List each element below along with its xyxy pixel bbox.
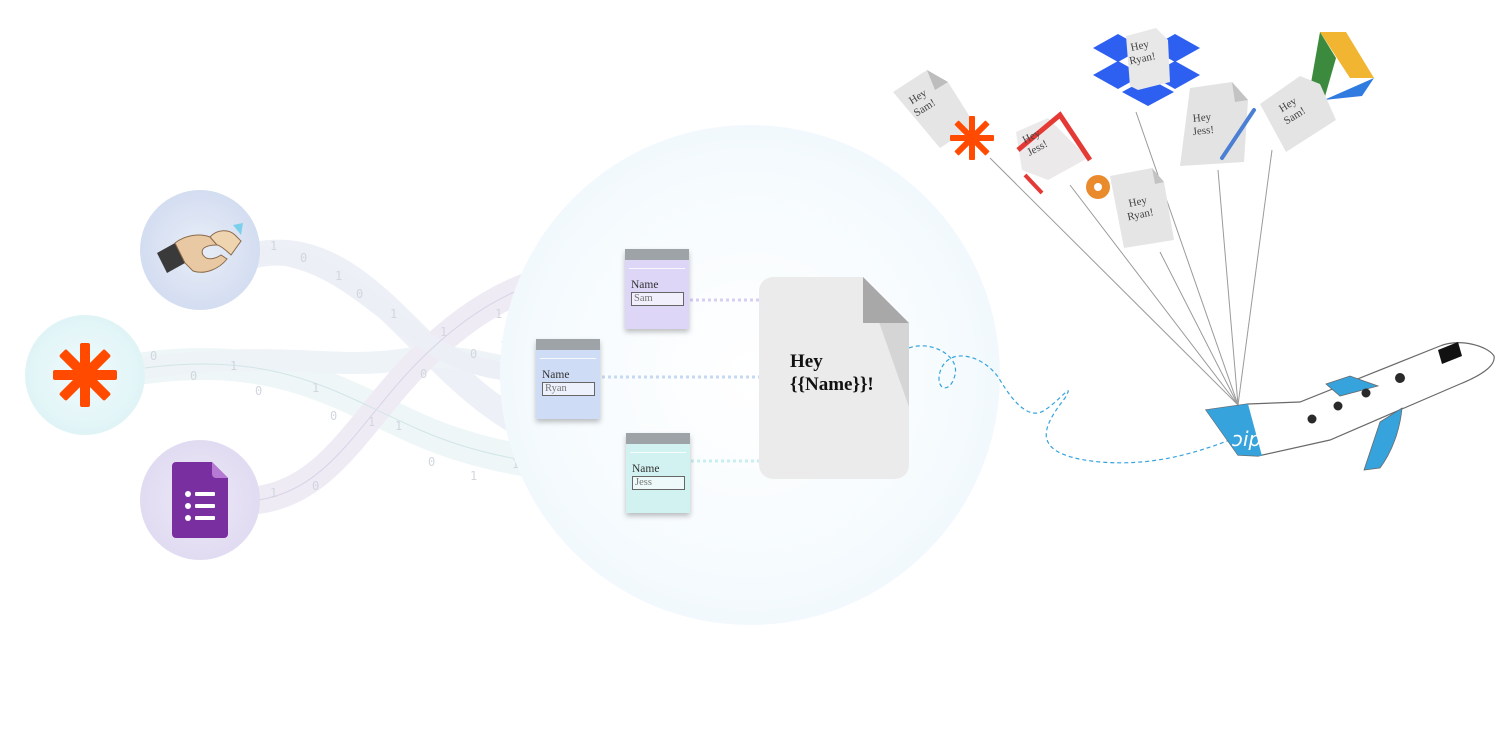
zapier-icon (53, 343, 117, 407)
airplane: ↄip (1204, 342, 1495, 471)
balloon-text: Hey Jess! (1192, 111, 1215, 139)
binary-digit: 1 (270, 486, 277, 500)
binary-digit: 1 (335, 269, 342, 283)
handshake-icon (157, 223, 243, 273)
binary-digit: 1 (230, 359, 237, 373)
balloon-jess-pen (1180, 82, 1256, 166)
form-label: Name (631, 279, 659, 291)
form-label: Name (632, 463, 660, 475)
binary-digit: 0 (255, 384, 262, 398)
binary-digit: 1 (495, 307, 502, 321)
plane-logo: ↄip (1232, 427, 1261, 451)
binary-digit: 1 (470, 469, 477, 483)
binary-digit: 0 (190, 369, 197, 383)
binary-digit: 1 (312, 381, 319, 395)
balloon-text: Hey Ryan! (1128, 38, 1157, 68)
binary-digit: 1 (395, 419, 402, 433)
template-line-1: Hey (790, 351, 823, 372)
binary-digit: 0 (470, 347, 477, 361)
balloon-ryan-dropbox (1093, 28, 1200, 106)
name-field: Jess (632, 476, 685, 490)
pen-icon (1220, 108, 1256, 160)
balloon-text: Hey Ryan! (1126, 194, 1155, 224)
balloon-strings (989, 111, 1273, 406)
form-card-sam: Name Sam (625, 249, 689, 329)
binary-digit: 1 (390, 307, 397, 321)
zapier-icon (950, 116, 994, 160)
binary-digit: 0 (330, 409, 337, 423)
template-document (759, 277, 909, 479)
binary-digit: 0 (150, 349, 157, 363)
template-text: Hey {{Name}}! (790, 350, 900, 396)
name-field: Ryan (542, 382, 595, 396)
binary-digit: 1 (270, 239, 277, 253)
binary-digit: 0 (300, 251, 307, 265)
binary-digit: 1 (368, 415, 375, 429)
binary-digit: 1 (440, 325, 447, 339)
template-line-2: {{Name}}! (790, 374, 874, 395)
source-zapier (25, 315, 145, 435)
form-card-jess: Name Jess (626, 433, 690, 513)
binary-digit: 0 (356, 287, 363, 301)
name-field: Sam (631, 292, 684, 306)
source-google-forms (140, 440, 260, 560)
binary-digit: 0 (420, 367, 427, 381)
source-handshake (140, 190, 260, 310)
balloon-sam-drive (1260, 32, 1374, 152)
binary-digit: 0 (312, 479, 319, 493)
balloon-ryan-hubspot (1086, 168, 1174, 248)
binary-digit: 0 (428, 455, 435, 469)
form-label: Name (542, 369, 570, 381)
flight-path (908, 345, 1231, 464)
balloon-jess-gmail (1016, 111, 1093, 195)
google-forms-icon (172, 462, 228, 538)
gmail-icon (1016, 111, 1093, 162)
balloon-sam-zapier (893, 70, 994, 160)
form-card-ryan: Name Ryan (536, 339, 600, 419)
